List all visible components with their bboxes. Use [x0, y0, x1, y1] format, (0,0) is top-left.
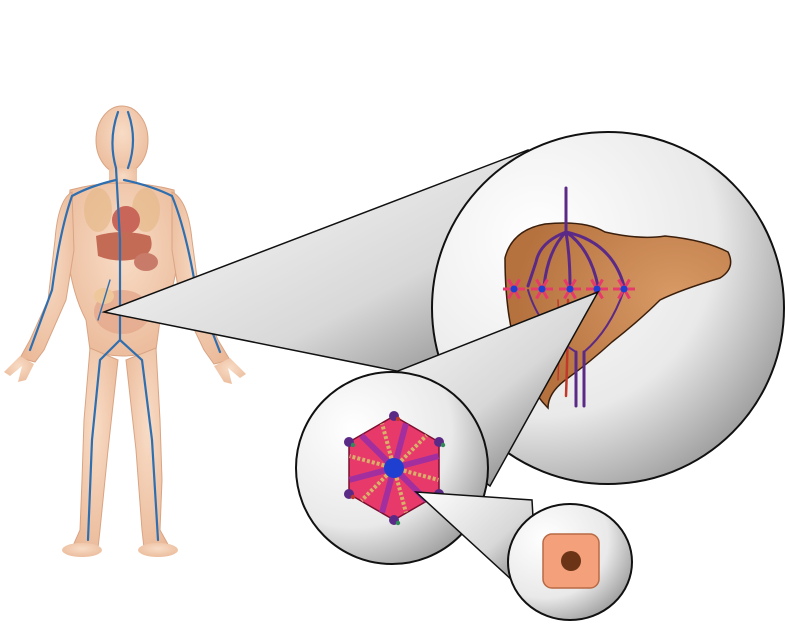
liver-lobule-marker — [559, 278, 581, 300]
stomach — [134, 253, 158, 271]
right-leg — [125, 347, 171, 549]
body-liver — [96, 232, 152, 261]
body-veins — [28, 110, 222, 542]
liver-lobule-marker — [531, 278, 553, 300]
liver-lobules — [503, 278, 635, 300]
left-lung — [84, 188, 112, 232]
left-foot — [62, 543, 102, 557]
portal-vessel-tree — [526, 186, 626, 408]
central-vein — [384, 458, 404, 478]
gallbladder — [94, 288, 114, 304]
head — [95, 105, 149, 175]
left-hand — [4, 356, 34, 382]
right-arm — [171, 191, 231, 365]
left-leg — [71, 347, 119, 549]
right-hand — [214, 358, 246, 384]
liver-lobule-marker — [503, 278, 525, 300]
liver-lobule-marker — [613, 278, 635, 300]
right-foot — [138, 543, 178, 557]
nucleus — [561, 551, 581, 571]
heart — [112, 206, 140, 234]
